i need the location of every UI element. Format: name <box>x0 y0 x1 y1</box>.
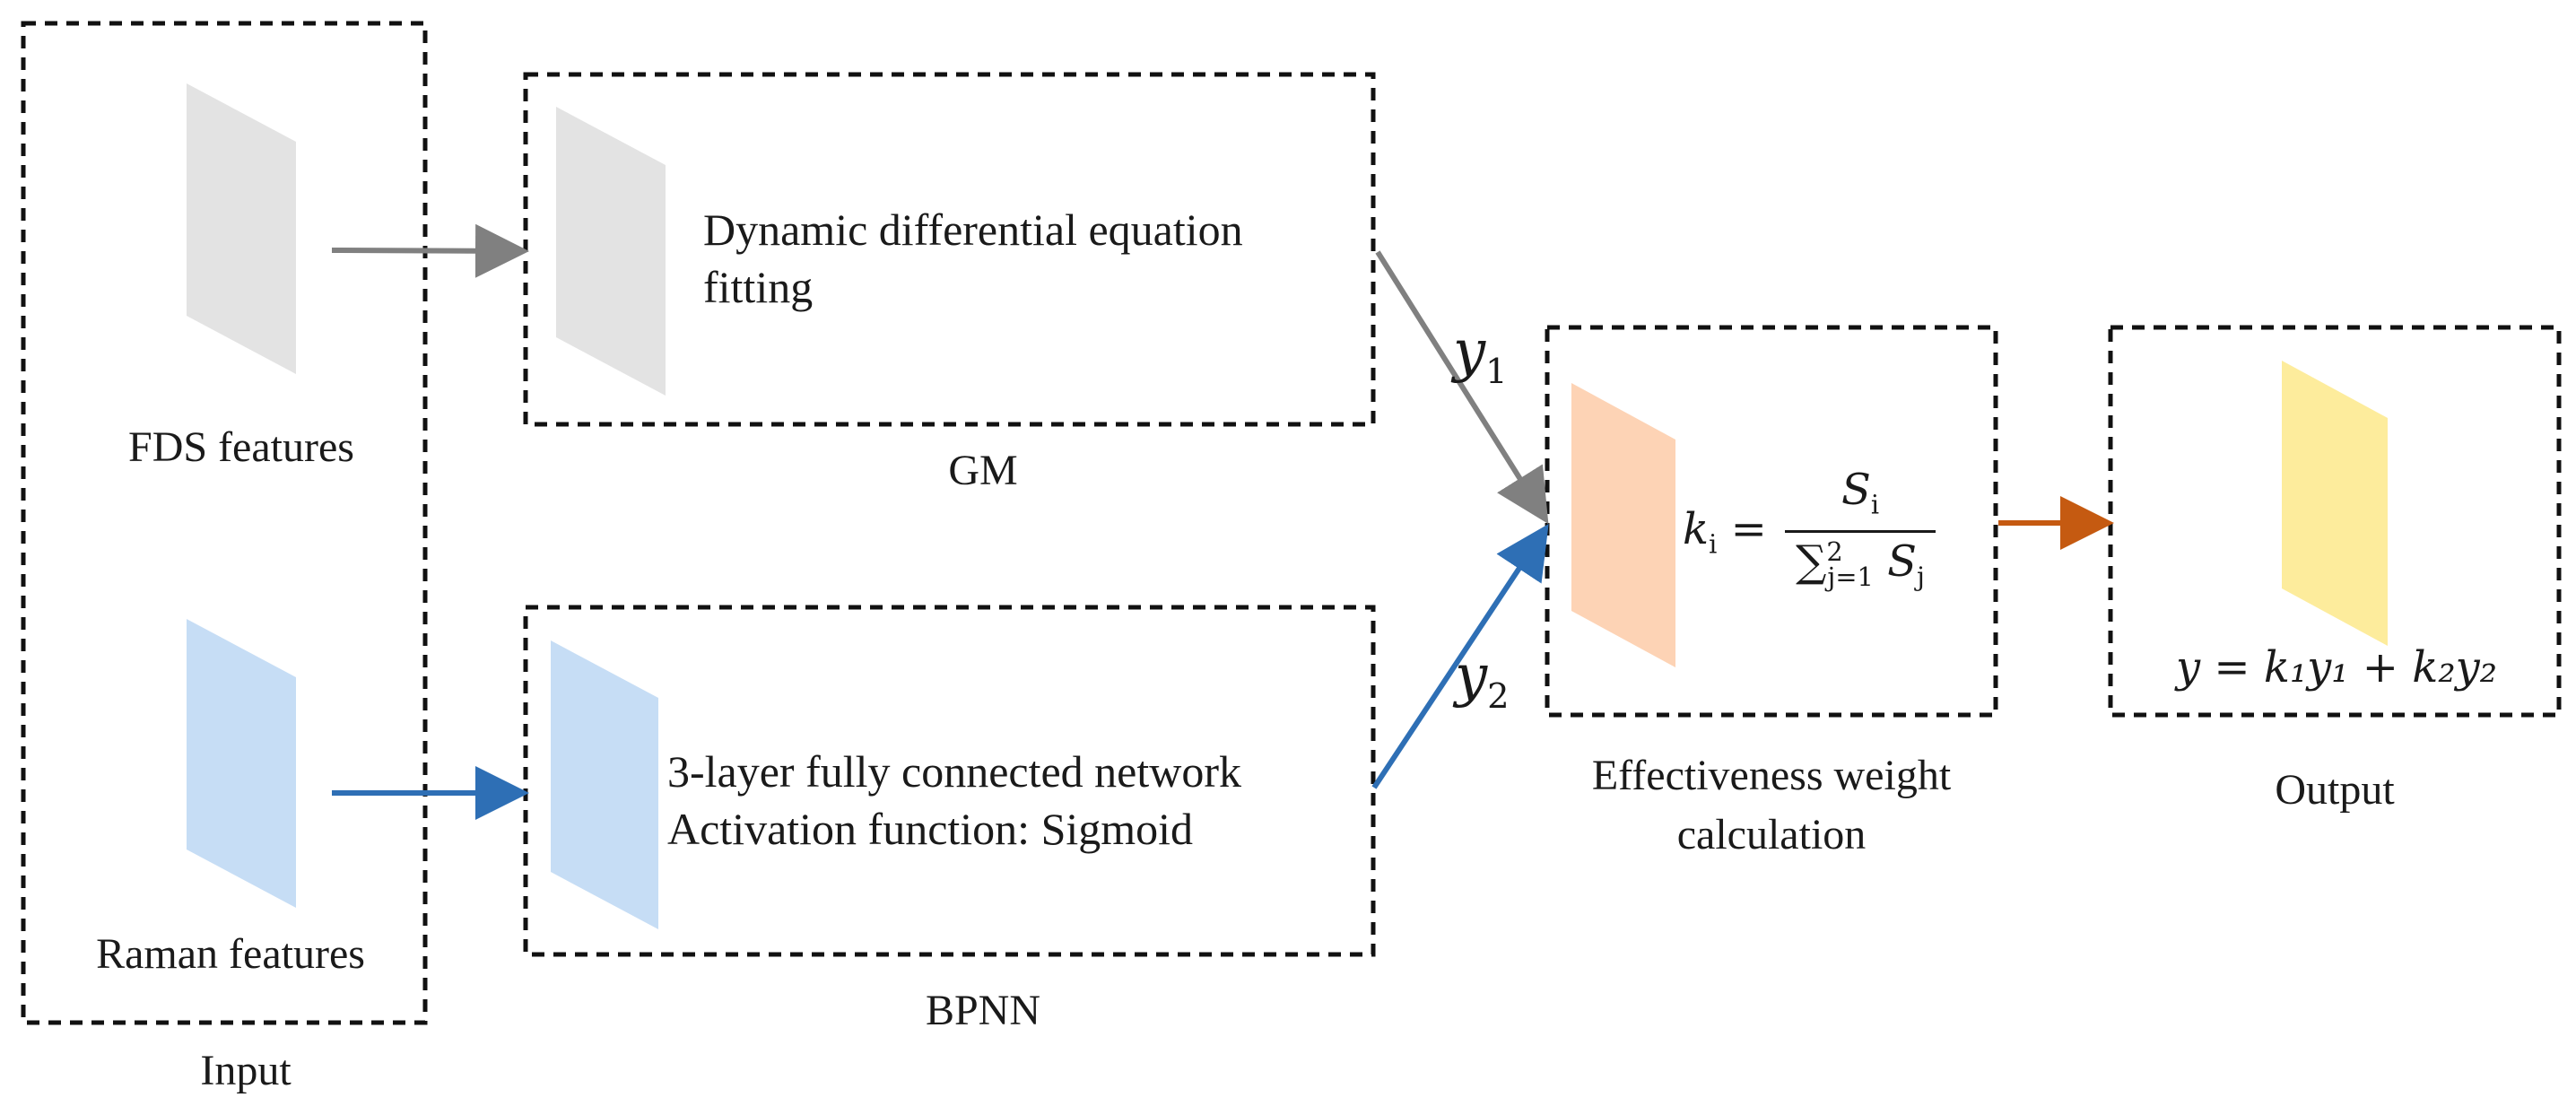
output-formula: y = k₁y₁ + k₂y₂ <box>2176 642 2497 693</box>
fds-feature-block <box>187 83 296 374</box>
y2-label: y2 <box>1455 643 1510 717</box>
raman-features-label: Raman features <box>96 930 365 978</box>
raman-feature-block <box>187 619 296 908</box>
fds-features-label: FDS features <box>128 423 354 471</box>
gm-description-line2: fitting <box>703 262 814 312</box>
gm-to-weight-arrow <box>1375 250 1549 525</box>
bpnn-box <box>523 605 1376 957</box>
y1-label: y1 <box>1453 318 1508 392</box>
weight-formula-lhs: ki = <box>1683 504 1767 560</box>
output-label: Output <box>2275 766 2395 814</box>
weight-box <box>1545 325 1998 718</box>
gm-description-line1: Dynamic differential equation <box>703 205 1243 255</box>
bpnn-description-line2: Activation function: Sigmoid <box>667 804 1194 854</box>
weight-formula-denominator: ∑2j=1 Sj <box>1796 536 1925 592</box>
bpnn-block <box>551 640 658 929</box>
input-group-label: Input <box>200 1047 292 1094</box>
fds-to-gm-arrow <box>331 223 529 278</box>
weight-block <box>1571 383 1675 667</box>
input-box <box>21 21 428 1025</box>
gm-block <box>556 107 666 396</box>
weight-label-line1: Effectiveness weight <box>1591 752 1952 799</box>
output-box <box>2108 325 2562 718</box>
bpnn-to-weight-arrow <box>1371 523 1549 789</box>
weight-formula-bar <box>1785 530 1936 533</box>
weight-formula-fraction: Si ∑2j=1 Sj <box>1785 465 1936 608</box>
gm-label: GM <box>948 447 1018 494</box>
bpnn-description-line1: 3-layer fully connected network <box>667 746 1242 797</box>
weight-label-line2: calculation <box>1676 811 1867 858</box>
weight-formula-numerator: Si <box>1841 465 1880 520</box>
output-block <box>2282 361 2388 646</box>
bpnn-label: BPNN <box>925 987 1041 1034</box>
